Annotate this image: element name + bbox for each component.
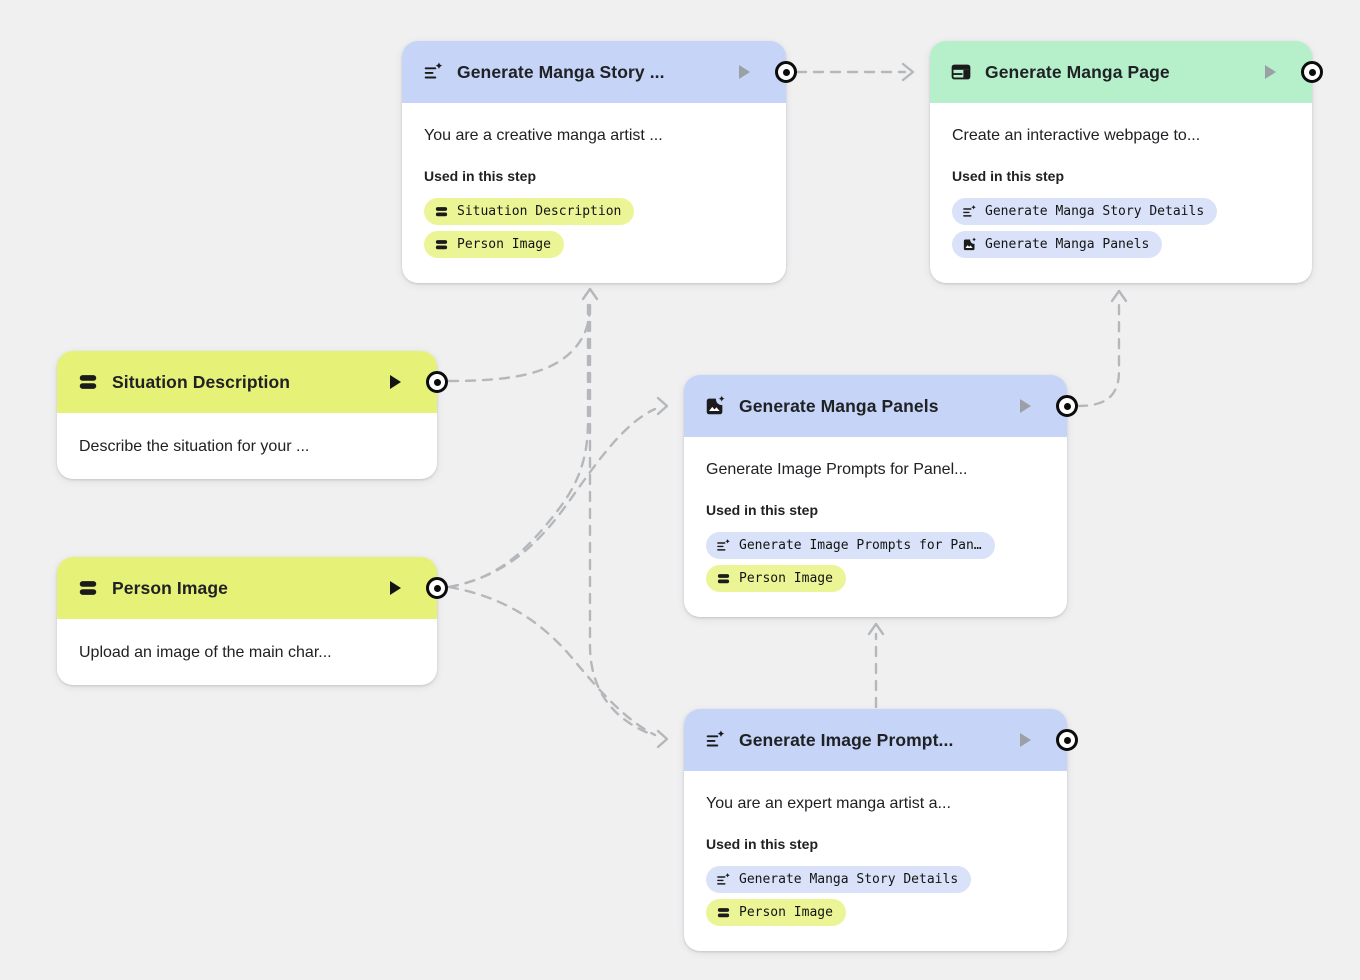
run-node-button[interactable] xyxy=(390,581,401,595)
arrowhead-up-icon xyxy=(1110,289,1128,303)
node-situation-description[interactable]: Situation Description Describe the situa… xyxy=(57,351,448,479)
output-port[interactable] xyxy=(426,371,448,393)
edge xyxy=(447,301,592,383)
text-input-icon xyxy=(77,371,99,393)
port-dot-icon xyxy=(433,378,441,386)
node-description: Upload an image of the main char... xyxy=(79,644,332,661)
text-input-icon xyxy=(716,571,731,586)
node-header[interactable]: Generate Image Prompt... xyxy=(684,709,1078,771)
run-node-button[interactable] xyxy=(1265,65,1276,79)
run-node-button[interactable] xyxy=(1020,399,1031,413)
node-description: You are an expert manga artist a... xyxy=(706,795,951,812)
used-in-step-label: Used in this step xyxy=(706,835,819,852)
arrowhead-right-icon xyxy=(656,396,669,416)
chip-label: Generate Manga Story Details xyxy=(739,871,959,887)
port-dot-icon xyxy=(1308,68,1316,76)
chip-generate-manga-story-details[interactable]: Generate Manga Story Details xyxy=(706,865,972,893)
chip-label: Person Image xyxy=(739,570,833,586)
image-sparkle-icon xyxy=(704,395,726,417)
node-header[interactable]: Generate Manga Panels xyxy=(684,375,1078,437)
edge xyxy=(1076,301,1121,408)
node-title: Person Image xyxy=(112,577,228,598)
chip-situation-description[interactable]: Situation Description xyxy=(424,197,635,225)
used-in-step-label: Used in this step xyxy=(952,167,1065,184)
node-person-image[interactable]: Person Image Upload an image of the main… xyxy=(57,557,448,685)
text-input-icon xyxy=(77,577,99,599)
node-description: Generate Image Prompts for Panel... xyxy=(706,461,968,478)
output-port[interactable] xyxy=(426,577,448,599)
chip-generate-manga-panels[interactable]: Generate Manga Panels xyxy=(952,230,1163,258)
edge xyxy=(447,303,590,589)
node-header[interactable]: Generate Manga Page xyxy=(930,41,1323,103)
port-dot-icon xyxy=(1063,402,1071,410)
node-generate-manga-panels[interactable]: Generate Manga Panels Generate Image Pro… xyxy=(684,375,1078,617)
chip-label: Situation Description xyxy=(457,203,622,219)
chip-person-image[interactable]: Person Image xyxy=(706,898,846,926)
edge xyxy=(447,585,657,737)
chip-person-image[interactable]: Person Image xyxy=(706,564,846,592)
node-generate-manga-story[interactable]: Generate Manga Story ... You are a creat… xyxy=(402,41,797,283)
port-dot-icon xyxy=(433,584,441,592)
node-header[interactable]: Generate Manga Story ... xyxy=(402,41,797,103)
node-description: You are a creative manga artist ... xyxy=(424,127,663,144)
web-icon xyxy=(950,61,972,83)
node-body: Create an interactive webpage to... Used… xyxy=(930,103,1312,276)
output-port[interactable] xyxy=(1301,61,1323,83)
dependency-chips: Generate Manga Story Details Person Imag… xyxy=(706,865,1045,926)
arrowhead-up-icon xyxy=(867,622,885,636)
used-in-step-label: Used in this step xyxy=(424,167,537,184)
chip-generate-image-prompts[interactable]: Generate Image Prompts for Pan… xyxy=(706,531,995,559)
arrowhead-right-icon xyxy=(656,729,669,749)
node-body: Generate Image Prompts for Panel... Used… xyxy=(684,437,1067,610)
prompt-icon xyxy=(704,729,726,751)
node-description: Describe the situation for your ... xyxy=(79,438,310,455)
edge xyxy=(588,303,655,737)
chip-person-image[interactable]: Person Image xyxy=(424,230,564,258)
prompt-icon xyxy=(716,872,731,887)
port-dot-icon xyxy=(1063,736,1071,744)
node-body: You are an expert manga artist a... Used… xyxy=(684,771,1067,944)
output-port[interactable] xyxy=(1056,395,1078,417)
prompt-icon xyxy=(716,538,731,553)
text-input-icon xyxy=(716,905,731,920)
node-title: Situation Description xyxy=(112,371,291,392)
node-header[interactable]: Person Image xyxy=(57,557,448,619)
dependency-chips: Generate Manga Story Details Generate Ma… xyxy=(952,197,1290,258)
chip-label: Generate Image Prompts for Pan… xyxy=(739,537,982,553)
edge xyxy=(447,407,657,589)
image-sparkle-icon xyxy=(962,237,977,252)
node-body: Upload an image of the main char... xyxy=(57,619,437,684)
used-in-step-label: Used in this step xyxy=(706,501,819,518)
node-description: Create an interactive webpage to... xyxy=(952,127,1201,144)
node-header[interactable]: Situation Description xyxy=(57,351,448,413)
output-port[interactable] xyxy=(1056,729,1078,751)
text-input-icon xyxy=(434,237,449,252)
node-body: You are a creative manga artist ... Used… xyxy=(402,103,786,276)
dependency-chips: Situation Description Person Image xyxy=(424,197,764,258)
chip-generate-manga-story-details[interactable]: Generate Manga Story Details xyxy=(952,197,1218,225)
node-title: Generate Manga Page xyxy=(985,61,1170,82)
dependency-chips: Generate Image Prompts for Pan… Person I… xyxy=(706,531,1045,592)
node-title: Generate Image Prompt... xyxy=(739,729,954,750)
run-node-button[interactable] xyxy=(739,65,750,79)
text-input-icon xyxy=(434,204,449,219)
run-node-button[interactable] xyxy=(1020,733,1031,747)
port-dot-icon xyxy=(782,68,790,76)
node-title: Generate Manga Story ... xyxy=(457,61,665,82)
arrowhead-right-icon xyxy=(901,62,915,82)
prompt-icon xyxy=(962,204,977,219)
node-generate-manga-page[interactable]: Generate Manga Page Create an interactiv… xyxy=(930,41,1323,283)
output-port[interactable] xyxy=(775,61,797,83)
node-body: Describe the situation for your ... xyxy=(57,413,437,478)
chip-label: Generate Manga Story Details xyxy=(985,203,1205,219)
run-node-button[interactable] xyxy=(390,375,401,389)
chip-label: Person Image xyxy=(739,904,833,920)
chip-label: Person Image xyxy=(457,236,551,252)
prompt-icon xyxy=(422,61,444,83)
node-title: Generate Manga Panels xyxy=(739,395,939,416)
arrowhead-up-icon xyxy=(581,287,599,301)
chip-label: Generate Manga Panels xyxy=(985,236,1150,252)
node-generate-image-prompts[interactable]: Generate Image Prompt... You are an expe… xyxy=(684,709,1078,951)
